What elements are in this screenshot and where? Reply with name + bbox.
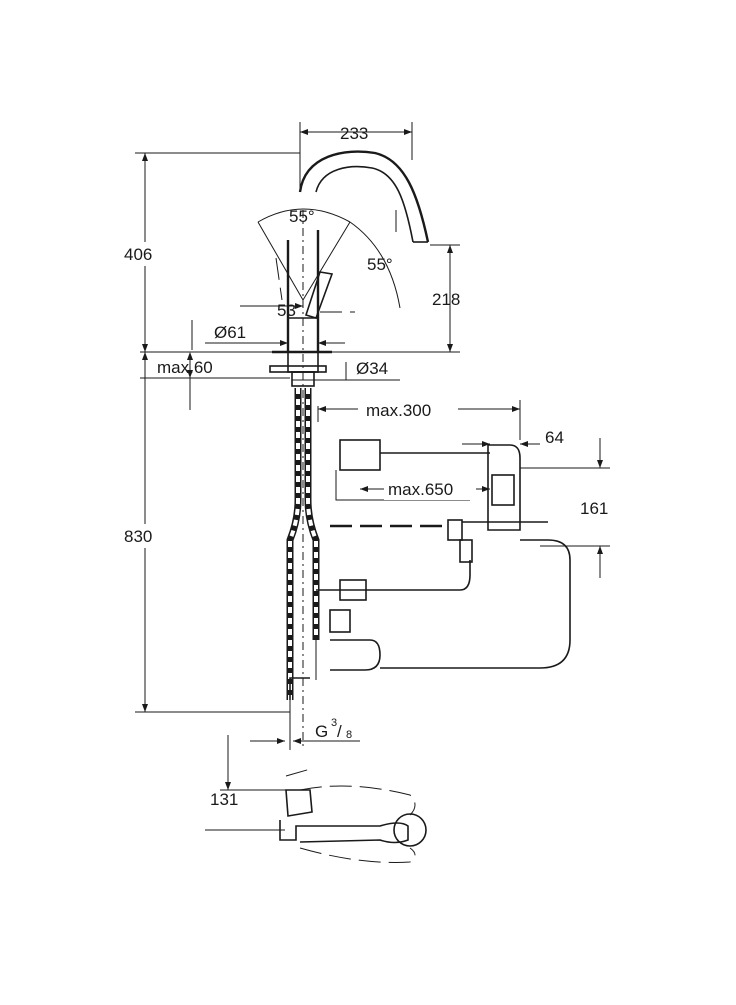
thread-connection: G 3 / 8 bbox=[250, 717, 360, 744]
angle-left-label: 55° bbox=[289, 207, 315, 226]
max-cable-label: max.650 bbox=[388, 480, 453, 499]
hole-diameter-label: Ø34 bbox=[356, 359, 388, 378]
total-height-label: 406 bbox=[124, 245, 152, 264]
dimension-53: 53 bbox=[240, 301, 303, 320]
dimension-angles: 55° 55° bbox=[257, 207, 401, 309]
dimension-161: 161 bbox=[520, 438, 610, 578]
installation-depth-label: 830 bbox=[124, 527, 152, 546]
dimension-max60: max.60 bbox=[140, 352, 290, 410]
hose-assembly bbox=[286, 388, 571, 750]
dimension-830: 830 bbox=[120, 352, 290, 713]
box-width-label: 64 bbox=[545, 428, 564, 447]
max-deck-label: max.60 bbox=[157, 358, 213, 377]
thread-denominator-label: 8 bbox=[346, 729, 352, 741]
box-height-label: 161 bbox=[580, 499, 608, 518]
dimension-d61: Ø61 bbox=[191, 320, 345, 350]
svg-text:/: / bbox=[337, 722, 342, 741]
dimension-max650: max.650 bbox=[360, 478, 490, 500]
control-box bbox=[317, 406, 548, 563]
dimension-d34: Ø34 bbox=[292, 359, 400, 381]
dimension-233: 233 bbox=[299, 122, 413, 192]
dimension-max300: max.300 bbox=[318, 398, 521, 440]
top-view-depth-label: 131 bbox=[210, 790, 238, 809]
dimension-64: 64 bbox=[462, 428, 564, 447]
top-view: 131 bbox=[205, 735, 427, 863]
lever bbox=[304, 271, 334, 319]
dimension-218: 218 bbox=[430, 244, 460, 352]
spout-reach-label: 233 bbox=[340, 124, 368, 143]
lever-offset-label: 53 bbox=[277, 301, 296, 320]
base-diameter-label: Ø61 bbox=[214, 323, 246, 342]
thread-prefix-label: G bbox=[315, 722, 328, 741]
spout-height-label: 218 bbox=[432, 290, 460, 309]
dimension-406: 406 bbox=[120, 152, 300, 352]
angle-right-label: 55° bbox=[367, 255, 393, 274]
max-hose-reach-label: max.300 bbox=[366, 401, 431, 420]
thread-numerator-label: 3 bbox=[331, 717, 337, 729]
